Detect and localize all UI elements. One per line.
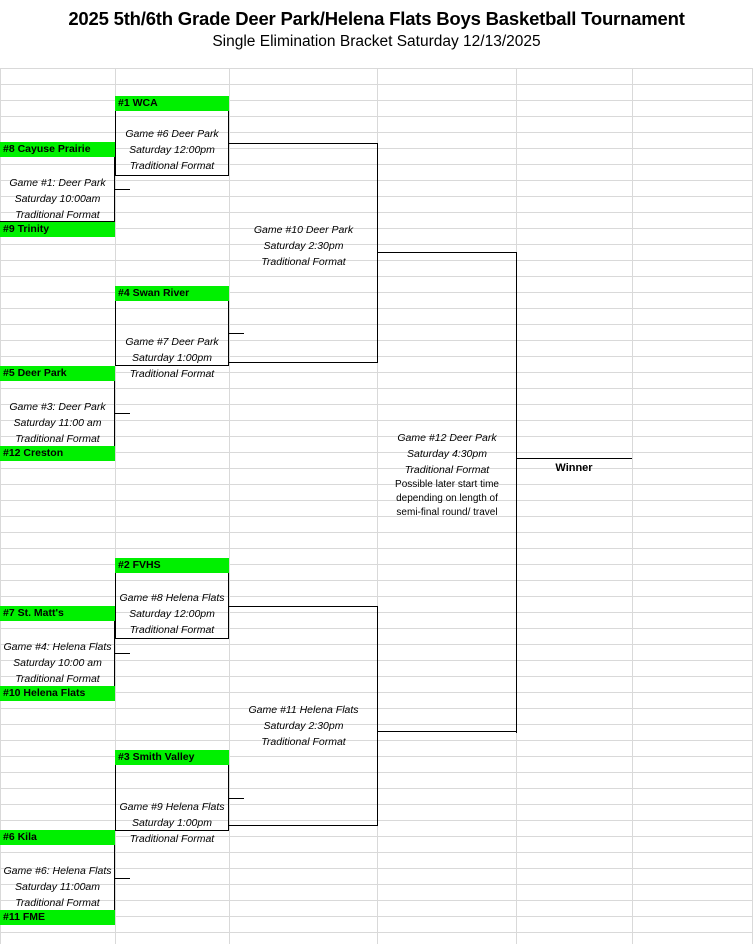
game-info-12: Game #12 Deer Park Saturday 4:30pm Tradi… <box>377 430 517 520</box>
game-12-name: Game #12 Deer Park <box>397 432 497 444</box>
game-info-10: Game #10 Deer Park Saturday 2:30pm Tradi… <box>229 222 378 270</box>
game-info-9: Game #9 Helena Flats Saturday 1:00pm Tra… <box>115 799 229 847</box>
game-12-time: Saturday 4:30pm <box>407 448 487 460</box>
game-info-6: Game #6 Deer Park Saturday 12:00pm Tradi… <box>115 126 229 174</box>
sf-g10-bottom-edge <box>229 362 378 364</box>
seed-cell-11-fme[interactable]: #11 FME <box>0 910 115 925</box>
game-9-format: Traditional Format <box>129 833 215 845</box>
game-info-11: Game #11 Helena Flats Saturday 2:30pm Tr… <box>229 702 378 750</box>
final-top-edge <box>377 252 517 254</box>
qf-g7-bottom-edge <box>115 365 229 367</box>
game-4-name: Game #4: Helena Flats <box>3 641 112 653</box>
game-9-time: Saturday 1:00pm <box>132 817 212 829</box>
game-10-name: Game #10 Deer Park <box>253 224 354 236</box>
game-6-name: Game #6 Deer Park <box>125 128 219 140</box>
seed-cell-9-trinity[interactable]: #9 Trinity <box>0 222 115 237</box>
r1-g4-out <box>114 653 130 655</box>
final-bottom-edge <box>377 731 517 733</box>
game-7-time: Saturday 1:00pm <box>132 352 212 364</box>
title-block: 2025 5th/6th Grade Deer Park/Helena Flat… <box>0 0 753 68</box>
qf-g9-bottom-edge <box>115 830 229 832</box>
qf-g7-out <box>228 333 244 335</box>
seed-cell-2-fvhs[interactable]: #2 FVHS <box>115 558 229 573</box>
game-1-time: Saturday 10:00am <box>14 193 101 205</box>
seed-cell-6-kila[interactable]: #6 Kila <box>0 830 115 845</box>
game-info-4: Game #4: Helena Flats Saturday 10:00 am … <box>0 639 115 687</box>
sf-g11-top-edge <box>229 606 378 608</box>
seed-cell-8-cayuse-prairie[interactable]: #8 Cayuse Prairie <box>0 142 115 157</box>
game-1-format: Traditional Format <box>15 209 100 221</box>
page-title: 2025 5th/6th Grade Deer Park/Helena Flat… <box>68 8 685 29</box>
game-6-format: Traditional Format <box>129 160 215 172</box>
game-info-6-lower: Game #6: Helena Flats Saturday 11:00am T… <box>0 863 115 911</box>
seed-cell-1-wca[interactable]: #1 WCA <box>115 96 229 111</box>
game-info-7: Game #7 Deer Park Saturday 1:00pm Tradit… <box>115 334 229 382</box>
game-3-name: Game #3: Deer Park <box>9 401 106 413</box>
game-10-format: Traditional Format <box>261 256 346 268</box>
game-7-name: Game #7 Deer Park <box>125 336 219 348</box>
qf-g6-bottom-edge <box>115 175 229 177</box>
game-8-time: Saturday 12:00pm <box>129 608 215 620</box>
game-10-time: Saturday 2:30pm <box>263 240 344 252</box>
winner-label: Winner <box>555 462 593 474</box>
r1-g6b-out <box>114 878 130 880</box>
game-12-note-line-2: depending on length of <box>396 493 498 504</box>
game-6b-format: Traditional Format <box>15 897 100 909</box>
game-1-name: Game #1: Deer Park <box>9 177 106 189</box>
game-8-format: Traditional Format <box>129 624 215 636</box>
game-6b-name: Game #6: Helena Flats <box>3 865 112 877</box>
qf-g8-bottom-edge <box>115 638 229 640</box>
game-info-3: Game #3: Deer Park Saturday 11:00 am Tra… <box>0 399 115 447</box>
page-subtitle: Single Elimination Bracket Saturday 12/1… <box>212 33 541 50</box>
sf-g11-bottom-edge <box>229 825 378 827</box>
game-7-format: Traditional Format <box>129 368 215 380</box>
r1-g1-bottom-edge <box>0 221 115 223</box>
game-12-format: Traditional Format <box>404 464 490 476</box>
r1-g1-out <box>114 189 130 191</box>
game-info-1: Game #1: Deer Park Saturday 10:00am Trad… <box>0 175 115 223</box>
game-11-name: Game #11 Helena Flats <box>248 704 359 716</box>
seed-cell-4-swan-river[interactable]: #4 Swan River <box>115 286 229 301</box>
game-11-format: Traditional Format <box>261 736 346 748</box>
winner-underline <box>516 458 632 460</box>
r1-g3-out <box>114 413 130 415</box>
seed-cell-12-creston[interactable]: #12 Creston <box>0 446 115 461</box>
game-3-format: Traditional Format <box>15 433 100 445</box>
seed-cell-7-st-matts[interactable]: #7 St. Matt's <box>0 606 115 621</box>
game-6b-time: Saturday 11:00am <box>14 881 101 893</box>
game-4-format: Traditional Format <box>15 673 100 685</box>
seed-cell-3-smith-valley[interactable]: #3 Smith Valley <box>115 750 229 765</box>
sf-g10-top-edge <box>229 143 378 145</box>
game-info-8: Game #8 Helena Flats Saturday 12:00pm Tr… <box>115 590 229 638</box>
game-4-time: Saturday 10:00 am <box>13 657 102 669</box>
seed-cell-10-helena-flats[interactable]: #10 Helena Flats <box>0 686 115 701</box>
game-6-time: Saturday 12:00pm <box>129 144 215 156</box>
game-9-name: Game #9 Helena Flats <box>119 801 225 813</box>
game-12-note-line-1: Possible later start time <box>395 479 499 490</box>
game-3-time: Saturday 11:00 am <box>13 417 102 429</box>
seed-cell-5-deer-park[interactable]: #5 Deer Park <box>0 366 115 381</box>
game-12-note-line-3: semi-final round/ travel <box>396 507 498 518</box>
game-11-time: Saturday 2:30pm <box>263 720 344 732</box>
game-8-name: Game #8 Helena Flats <box>119 592 225 604</box>
qf-g9-out <box>228 798 244 800</box>
